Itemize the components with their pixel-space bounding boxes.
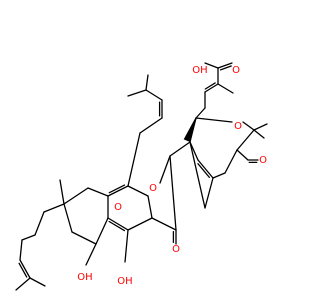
acid-oh-bond (204, 62, 219, 69)
central-ring-c3 (169, 155, 177, 231)
acid-carbonyl-bond (217, 62, 233, 69)
pyran-3 (63, 203, 73, 233)
prenyl-me-a (127, 89, 147, 97)
pyran-methyl (59, 179, 65, 205)
chain-to-bridgehead (195, 107, 206, 119)
acid-oh-label: OH (192, 65, 207, 76)
bridge-o-a (195, 117, 233, 123)
bridge-o-b (242, 121, 255, 131)
ring-o-central-label: O (149, 183, 157, 194)
acid-carbonyl-bond-inner (219, 65, 232, 71)
pyran-1 (95, 217, 109, 245)
chemical-structure: OH O O O O O O OH OH (15, 62, 268, 291)
cage-to-ketone (236, 149, 249, 161)
side-chain-c (21, 234, 36, 241)
prenyl-c1 (145, 89, 163, 101)
pyran-oh-bond (85, 243, 97, 266)
bond-lines (15, 62, 268, 291)
cage-c1 (236, 129, 255, 151)
cage-c7 (204, 177, 214, 209)
side-chain-b (34, 211, 45, 236)
ring-o-left-label: O (114, 202, 122, 213)
arom-3 (107, 185, 129, 197)
arom-1 (147, 195, 153, 219)
side-chain-d (19, 239, 23, 261)
side-chain-me-a (15, 277, 31, 291)
atom-labels: OH O O O O O O OH OH (77, 65, 267, 287)
prenyl-me-b (145, 74, 149, 91)
cage-alkene (197, 159, 214, 179)
arom-6 (127, 217, 153, 231)
cage-c4 (189, 117, 197, 143)
hydroxy-ring-label: OH (77, 272, 92, 283)
side-chain-me-b (29, 277, 46, 287)
arom-3-inner (108, 184, 126, 194)
pyran-4 (63, 187, 89, 205)
cage-alkene-inner (197, 163, 211, 179)
cage-c2 (224, 149, 238, 174)
pyran-side-chain-a (43, 203, 65, 213)
gem-dimethyl-b (253, 129, 265, 139)
central-ring-c4 (151, 217, 177, 231)
hydroxy-aromatic-label: OH (117, 276, 132, 287)
gem-dimethyl-a (253, 123, 268, 131)
central-ring-c1 (169, 141, 191, 157)
acid-carbonyl-o-label: O (232, 65, 240, 76)
acid-alkene-inner (204, 82, 216, 90)
ketone-o-central-label: O (172, 244, 180, 255)
bridge-o-label: O (234, 121, 242, 132)
central-ring-c2 (159, 155, 171, 184)
side-chain-alkene (19, 259, 31, 279)
cage-c3 (212, 172, 226, 179)
ketone-o-bridge-label: O (259, 155, 267, 166)
arom-5 (107, 217, 129, 231)
arom-5-inner (108, 220, 126, 232)
pyran-2 (71, 231, 97, 245)
acid-alkene (204, 83, 219, 93)
arom-to-prenyl (127, 132, 141, 187)
arom-oh-bond (124, 229, 129, 263)
side-chain-alkene-inner (18, 262, 28, 278)
prenyl-to-ring (139, 117, 163, 134)
pyran-5 (87, 187, 109, 197)
arom-2 (127, 185, 149, 197)
cage-c6 (189, 141, 206, 209)
methyl-on-alpha (217, 83, 234, 94)
stereo-wedge (183, 117, 197, 142)
